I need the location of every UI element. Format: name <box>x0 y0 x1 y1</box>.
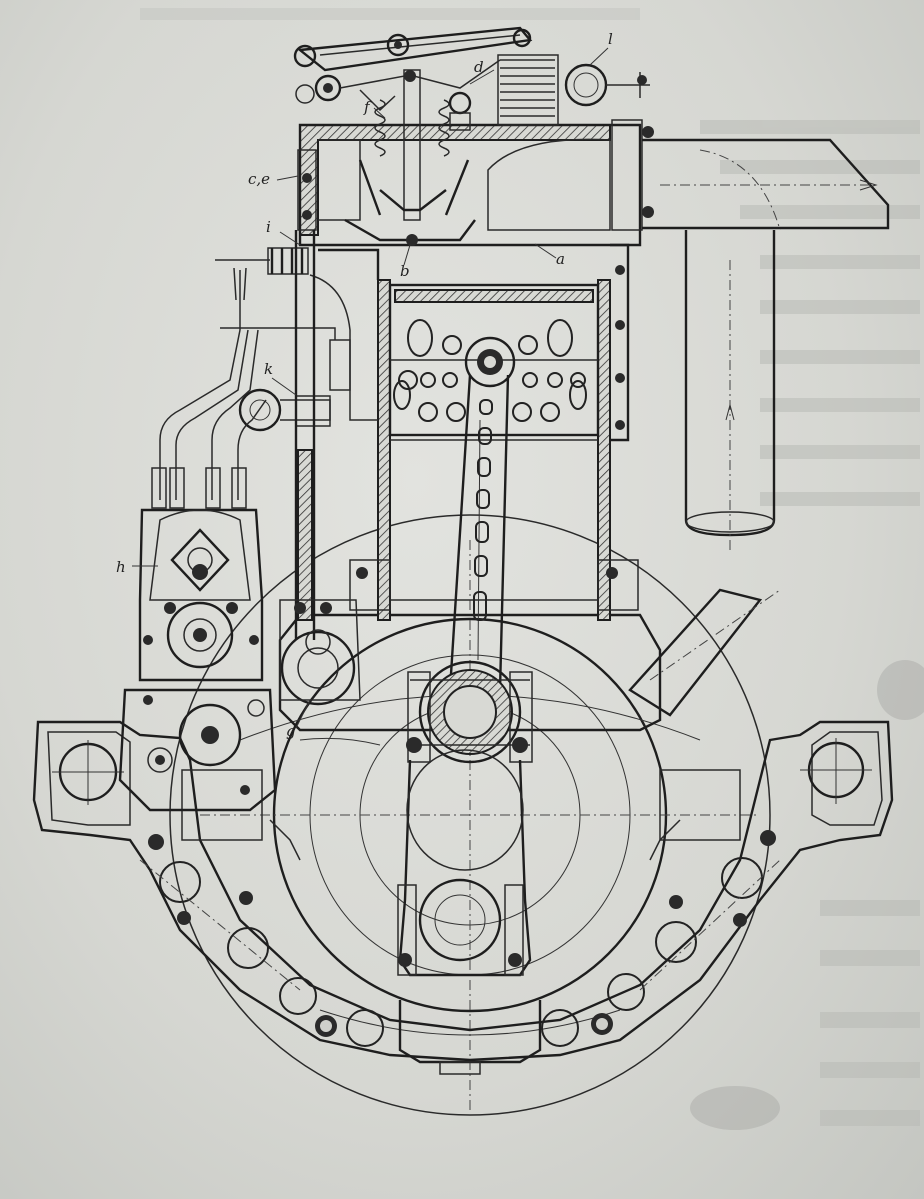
flywheel <box>169 514 771 1116</box>
connecting-rod <box>397 336 533 977</box>
injector-assembly <box>151 230 380 640</box>
cylinder <box>349 243 639 621</box>
engine-bed <box>32 720 894 1075</box>
part-labels: l d f c,e i b a k h g <box>116 30 613 740</box>
label-h: h <box>116 558 126 576</box>
print-smudge <box>877 660 924 720</box>
label-b: b <box>400 262 410 280</box>
background-bleed-text <box>140 8 920 1126</box>
exhaust-pipe <box>642 138 890 550</box>
label-f: f <box>363 98 372 116</box>
cylinder-head <box>293 26 654 247</box>
print-smudge <box>690 1086 780 1130</box>
label-c-e: c,e <box>248 170 270 188</box>
magneto <box>118 508 381 812</box>
label-a: a <box>556 250 565 268</box>
label-g: g <box>286 722 296 740</box>
label-i: i <box>266 218 271 236</box>
label-l: l <box>608 30 613 48</box>
label-d: d <box>474 58 484 76</box>
label-k: k <box>264 360 273 378</box>
leader-lines <box>132 47 609 729</box>
